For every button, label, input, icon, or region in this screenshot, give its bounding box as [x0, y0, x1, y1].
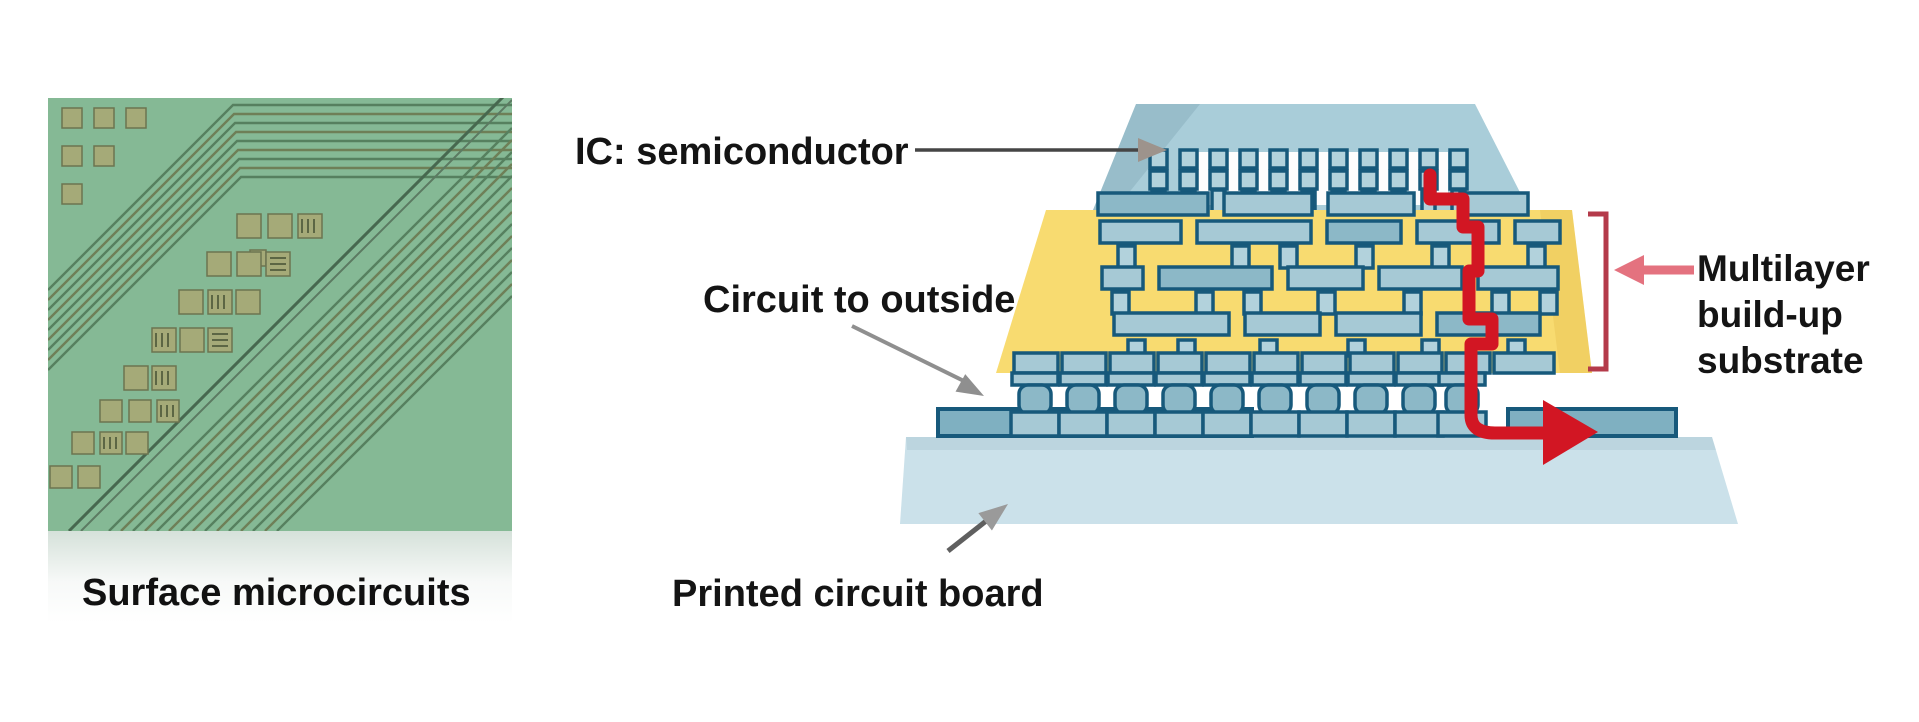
solder-bumps: [1009, 371, 1488, 438]
photo-reflection: [48, 531, 512, 623]
pcb-label-arrow: [946, 504, 1008, 553]
printed-circuit-board-label: Printed circuit board: [672, 573, 1044, 615]
photo-trace-field-lower: [108, 127, 512, 531]
circuit-outside-arrow: [851, 324, 984, 396]
printed-circuit-board: [900, 437, 1738, 524]
multilayer-substrate-label: Multilayer build-up substrate: [1697, 248, 1870, 381]
photo-caption: Surface microcircuits: [82, 572, 471, 614]
multilayer-arrowhead: [1614, 255, 1644, 285]
photo-trace-boundary: [67, 98, 512, 531]
substrate-edge-shade: [1540, 210, 1592, 373]
photo-pad-staircase: [49, 213, 323, 489]
ic-label: IC: semiconductor: [575, 131, 909, 173]
multilayer-arrow: [1614, 255, 1694, 285]
circuit-to-outside-label: Circuit to outside: [703, 279, 1016, 321]
signal-path: [1423, 168, 1598, 465]
pcb-top-shade: [906, 437, 1716, 450]
surface-microcircuits-photo: [48, 98, 512, 531]
photo-trace-bundle-top: [48, 103, 512, 371]
signal-arrowhead: [1543, 400, 1598, 465]
ic-label-arrow: [915, 138, 1167, 162]
substrate-bracket: [1588, 211, 1609, 372]
substrate-wiring: [1012, 191, 1562, 375]
